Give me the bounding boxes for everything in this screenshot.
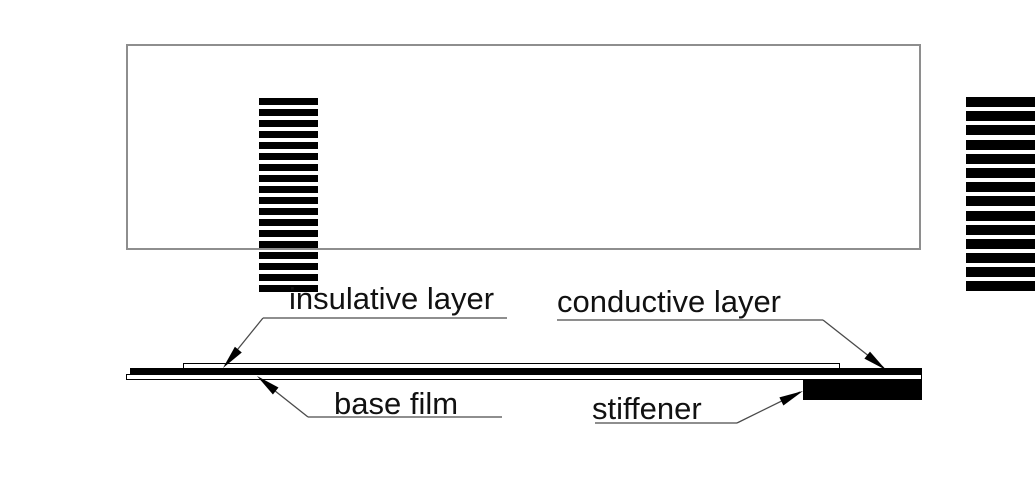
conductor-stripe: [259, 208, 318, 215]
stiffener-label: stiffener: [592, 391, 702, 426]
conductor-stripe: [259, 241, 318, 248]
conductor-stripe: [259, 285, 318, 292]
conductor-stripe: [966, 267, 1035, 278]
conductor-stripe: [966, 167, 1035, 178]
conductor-stripe: [966, 281, 1035, 292]
stiffener-block: [803, 380, 922, 400]
stiffener-arrowhead-icon: [779, 391, 803, 406]
conductor-stripe: [966, 182, 1035, 193]
right-contact-fingers: [966, 97, 1035, 292]
insulative-layer-label: insulative layer: [289, 281, 495, 316]
conductor-stripe: [259, 219, 318, 226]
conductor-stripe: [259, 263, 318, 270]
conductor-stripe: [966, 238, 1035, 249]
conductor-stripe: [966, 125, 1035, 136]
conductor-stripe: [259, 120, 318, 127]
left-contact-fingers: [259, 98, 318, 292]
conductive-leader-line: [822, 319, 885, 369]
base-film-leader-line: [259, 378, 309, 418]
conductor-stripe: [259, 153, 318, 160]
stiffener-leader-line: [736, 391, 801, 424]
conductive-layer-label: conductive layer: [557, 284, 782, 319]
conductor-stripe: [259, 230, 318, 237]
base-film-label: base film: [334, 386, 459, 421]
conductor-stripe: [259, 131, 318, 138]
conductor-stripe: [966, 111, 1035, 122]
conductor-stripe: [966, 210, 1035, 221]
conductor-stripe: [966, 139, 1035, 150]
conductive-layer: [130, 368, 922, 375]
conductor-stripe: [259, 142, 318, 149]
cable-top-view-outline: [126, 44, 1035, 292]
conductor-stripe: [966, 97, 1035, 107]
conductor-stripe: [259, 98, 318, 105]
conductor-stripe: [259, 252, 318, 259]
conductor-stripe: [966, 253, 1035, 264]
conductor-stripe: [966, 224, 1035, 235]
insulative-leader-line: [224, 317, 264, 366]
conductor-stripe: [259, 197, 318, 204]
conductor-stripe: [259, 109, 318, 116]
conductor-stripe: [259, 186, 318, 193]
conductor-stripe: [259, 164, 318, 171]
conductor-stripe: [966, 153, 1035, 164]
conductor-stripe: [966, 196, 1035, 207]
conductor-stripe: [259, 274, 318, 281]
conductor-stripe: [259, 175, 318, 182]
insulative-layer: [183, 363, 840, 369]
